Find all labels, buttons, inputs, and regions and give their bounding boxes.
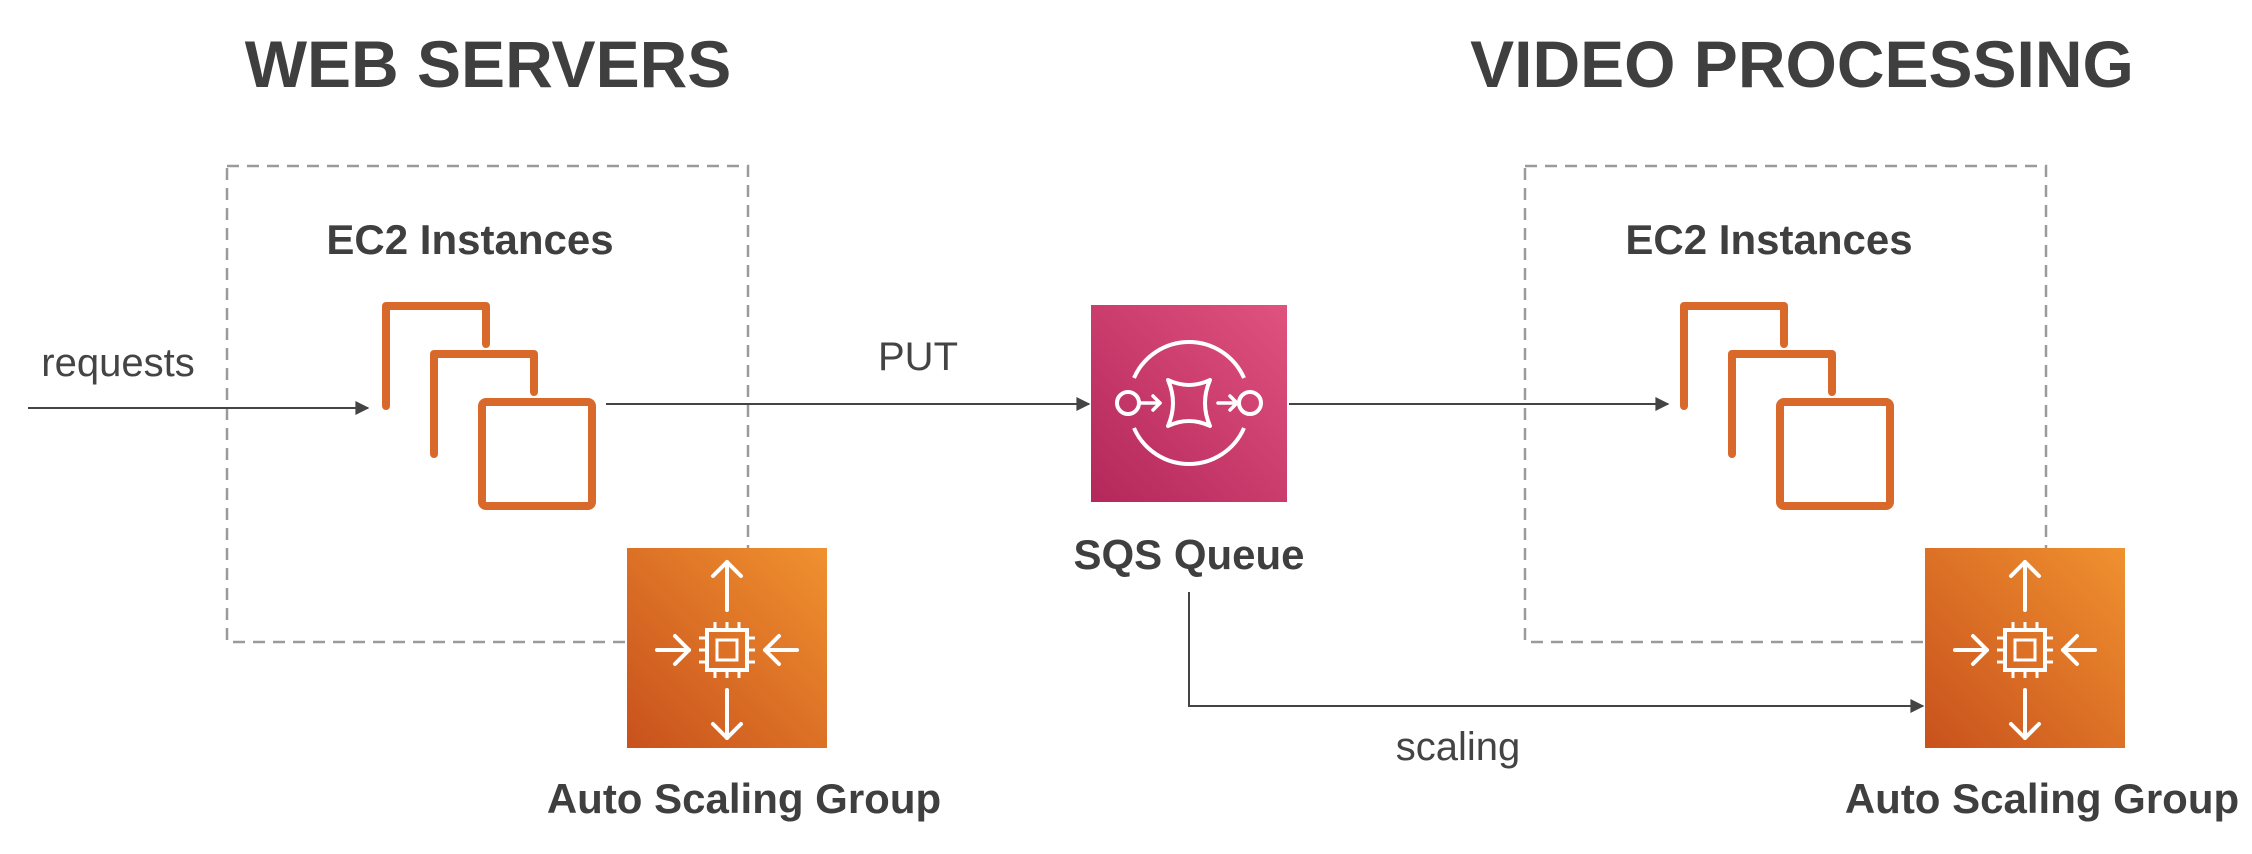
web-servers-asg-boundary [225, 164, 750, 644]
sqs-queue-icon [1091, 305, 1287, 502]
scaling-label: scaling [1396, 725, 1521, 769]
video-ec2-instances-label: EC2 Instances [1625, 216, 1912, 263]
sqs-queue-label: SQS Queue [1073, 531, 1304, 578]
auto-scaling-group-icon [1925, 548, 2125, 748]
sqs-queue: SQS Queue [1073, 305, 1305, 578]
scaling-arrow [1188, 592, 1925, 713]
auto-scaling-group-icon [627, 548, 827, 748]
video-asg-label: Auto Scaling Group [1845, 775, 2239, 822]
video-asg-boundary [1523, 164, 2048, 644]
web-asg-label: Auto Scaling Group [547, 775, 941, 822]
web-servers-title: WEB SERVERS [245, 27, 732, 101]
requests-label: requests [41, 341, 194, 385]
video-processing-group: EC2 Instances Auto Scaling Group [1523, 164, 2239, 822]
video-processing-title: VIDEO PROCESSING [1470, 27, 2134, 101]
web-ec2-instances-label: EC2 Instances [326, 216, 613, 263]
put-label: PUT [878, 335, 958, 379]
ec2-instances-icon [1684, 306, 1890, 506]
ec2-instances-icon [386, 306, 592, 506]
web-servers-group: EC2 Instances Auto Scaling Group [225, 164, 941, 822]
